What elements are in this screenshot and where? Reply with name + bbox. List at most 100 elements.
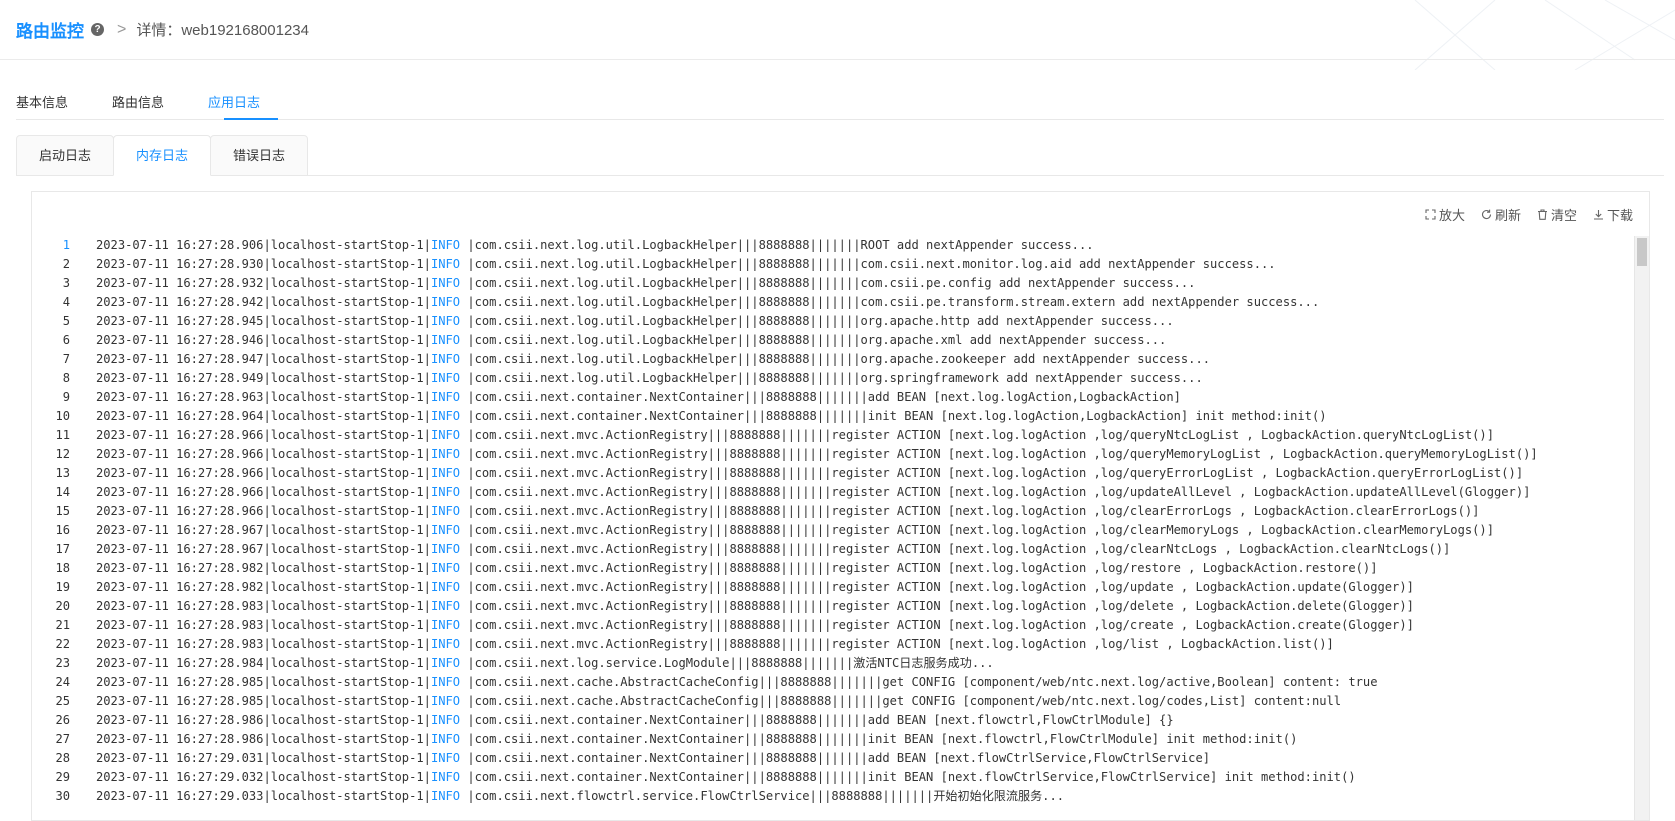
log-prefix: 2023-07-11 16:27:28.985|localhost-startS… [96,694,431,708]
subtab-startup-log[interactable]: 启动日志 [16,135,114,176]
log-level: INFO [430,561,461,575]
log-level: INFO [430,371,461,385]
log-text: 2023-07-11 16:27:28.985|localhost-startS… [96,673,1377,692]
help-icon[interactable]: ? [91,23,104,36]
log-type-tabs: 启动日志 内存日志 错误日志 [16,135,1664,176]
log-prefix: 2023-07-11 16:27:28.964|localhost-startS… [96,409,431,423]
log-text: 2023-07-11 16:27:28.949|localhost-startS… [96,369,1203,388]
line-number: 27 [55,732,70,746]
line-number: 12 [55,447,70,461]
expand-icon [1425,209,1436,220]
log-prefix: 2023-07-11 16:27:28.966|localhost-startS… [96,447,431,461]
log-text: 2023-07-11 16:27:28.964|localhost-startS… [96,407,1327,426]
log-prefix: 2023-07-11 16:27:28.949|localhost-startS… [96,371,431,385]
log-level: INFO [430,694,461,708]
log-text: 2023-07-11 16:27:28.945|localhost-startS… [96,312,1174,331]
log-line: 12 2023-07-11 16:27:28.966|localhost-star… [32,445,1629,464]
log-message: |com.csii.next.log.util.LogbackHelper|||… [460,276,1196,290]
refresh-label: 刷新 [1494,208,1521,223]
subtab-error-log[interactable]: 错误日志 [210,135,308,176]
log-message: |com.csii.next.mvc.ActionRegistry|||8888… [460,561,1378,575]
log-level: INFO [430,713,461,727]
line-number: 26 [55,713,70,727]
log-text: 2023-07-11 16:27:28.985|localhost-startS… [96,692,1341,711]
zoom-button[interactable]: 放大 [1425,205,1465,224]
log-prefix: 2023-07-11 16:27:28.982|localhost-startS… [96,561,431,575]
log-text: 2023-07-11 16:27:29.031|localhost-startS… [96,749,1210,768]
log-text: 2023-07-11 16:27:28.963|localhost-startS… [96,388,1181,407]
log-message: |com.csii.next.log.service.LogModule|||8… [460,656,994,670]
log-level: INFO [430,770,461,784]
log-scrollbar-thumb[interactable] [1637,238,1647,266]
log-text: 2023-07-11 16:27:28.966|localhost-startS… [96,426,1494,445]
log-prefix: 2023-07-11 16:27:29.032|localhost-startS… [96,770,431,784]
tab-basic-info[interactable]: 基本信息 [16,95,69,110]
log-scrollbar[interactable] [1634,236,1649,820]
main-tabs: 基本信息 路由信息 应用日志 [16,84,1664,120]
log-message: |com.csii.next.mvc.ActionRegistry|||8888… [460,504,1480,518]
line-number: 20 [55,599,70,613]
log-level: INFO [430,352,461,366]
log-level: INFO [430,523,461,537]
breadcrumb-root-link[interactable]: 路由监控 [16,22,84,41]
log-prefix: 2023-07-11 16:27:28.967|localhost-startS… [96,542,431,556]
log-prefix: 2023-07-11 16:27:28.946|localhost-startS… [96,333,431,347]
log-message: |com.csii.next.mvc.ActionRegistry|||8888… [460,485,1531,499]
download-label: 下载 [1606,208,1633,223]
line-number: 15 [55,504,70,518]
log-text: 2023-07-11 16:27:28.947|localhost-startS… [96,350,1210,369]
line-number: 22 [55,637,70,651]
clear-label: 清空 [1550,208,1577,223]
log-prefix: 2023-07-11 16:27:28.966|localhost-startS… [96,428,431,442]
breadcrumb-separator: > [117,20,127,38]
log-text: 2023-07-11 16:27:28.983|localhost-startS… [96,635,1334,654]
line-number: 3 [62,276,70,290]
log-message: |com.csii.next.log.util.LogbackHelper|||… [460,314,1174,328]
log-message: |com.csii.next.mvc.ActionRegistry|||8888… [460,580,1414,594]
log-prefix: 2023-07-11 16:27:28.982|localhost-startS… [96,580,431,594]
subtab-memory-log[interactable]: 内存日志 [113,135,211,176]
line-number: 19 [55,580,70,594]
log-text: 2023-07-11 16:27:28.982|localhost-startS… [96,559,1377,578]
log-message: |com.csii.next.container.NextContainer||… [460,732,1298,746]
download-button[interactable]: 下载 [1593,205,1633,224]
tab-app-log[interactable]: 应用日志 [208,95,261,110]
log-prefix: 2023-07-11 16:27:29.031|localhost-startS… [96,751,431,765]
zoom-label: 放大 [1438,208,1465,223]
line-number: 24 [55,675,70,689]
log-prefix: 2023-07-11 16:27:28.963|localhost-startS… [96,390,431,404]
log-text: 2023-07-11 16:27:28.966|localhost-startS… [96,483,1530,502]
log-message: |com.csii.next.log.util.LogbackHelper|||… [460,295,1320,309]
tab-route-info[interactable]: 路由信息 [112,95,165,110]
log-level: INFO [430,333,461,347]
log-message: |com.csii.next.log.util.LogbackHelper|||… [460,371,1203,385]
log-text: 2023-07-11 16:27:28.983|localhost-startS… [96,616,1414,635]
line-number: 30 [55,789,70,803]
log-level: INFO [430,447,461,461]
refresh-button[interactable]: 刷新 [1481,205,1521,224]
line-number: 8 [62,371,70,385]
log-text: 2023-07-11 16:27:28.930|localhost-startS… [96,255,1276,274]
log-level: INFO [430,504,461,518]
log-level: INFO [430,428,461,442]
log-message: |com.csii.next.log.util.LogbackHelper|||… [460,257,1276,271]
log-level: INFO [430,409,461,423]
clear-button[interactable]: 清空 [1537,205,1577,224]
line-number: 16 [55,523,70,537]
log-level: INFO [430,656,461,670]
log-level: INFO [430,732,461,746]
log-message: |com.csii.next.mvc.ActionRegistry|||8888… [460,428,1494,442]
